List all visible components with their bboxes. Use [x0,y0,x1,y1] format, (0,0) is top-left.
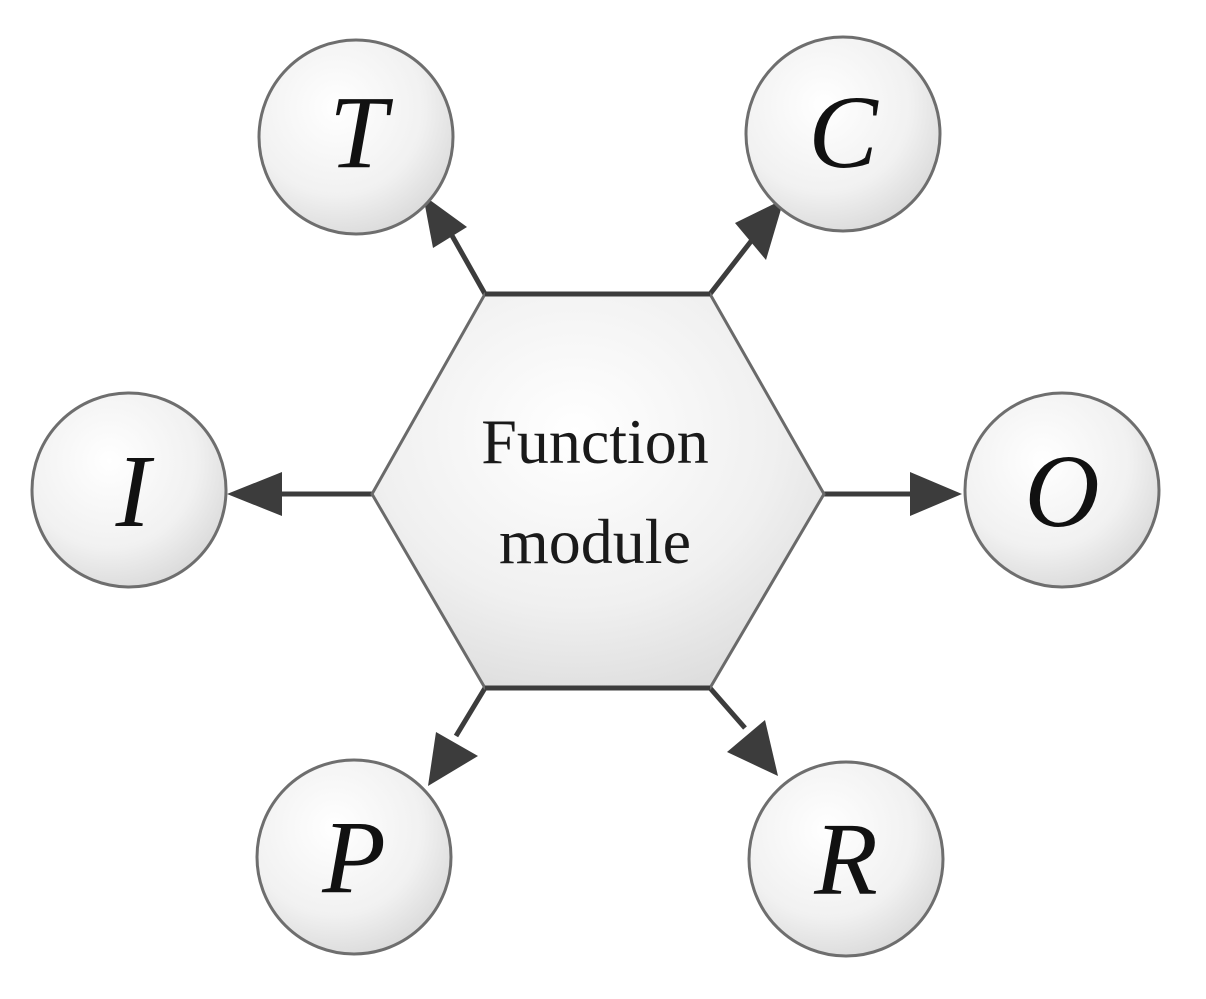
arrowhead-t [423,195,467,248]
arrowhead-r [727,720,778,776]
node-c-circle [744,35,942,233]
arrowhead-o [910,472,962,516]
node-p-label: P [321,800,386,915]
node-r: R [747,760,945,958]
arrowheads [227,195,962,786]
hexagon-shape [370,292,826,690]
edges [278,230,914,738]
node-t-label: T [329,75,393,190]
node-o-circle [963,391,1161,589]
node-t-circle [257,38,455,236]
node-i-circle [30,391,228,589]
edge-to-p [453,686,488,738]
arrowhead-p [428,732,478,786]
center-label-line1: Function [481,406,709,477]
arrowhead-i [227,472,282,516]
node-c: C [744,35,942,233]
node-p-circle [255,758,453,956]
function-module-node: Function module [370,291,826,691]
center-label-line2: module [499,506,691,577]
edge-to-c [708,238,754,296]
edge-to-r [708,686,747,730]
edge-to-t [447,230,488,296]
node-t: T [257,38,455,236]
node-o: O [963,391,1161,589]
node-o-label: O [1024,434,1099,549]
node-c-label: C [808,75,879,190]
node-p: P [255,758,453,956]
node-r-circle [747,760,945,958]
arrowhead-c [735,199,784,260]
node-r-label: R [813,802,878,917]
node-i: I [30,391,228,589]
node-i-label: I [115,434,155,549]
